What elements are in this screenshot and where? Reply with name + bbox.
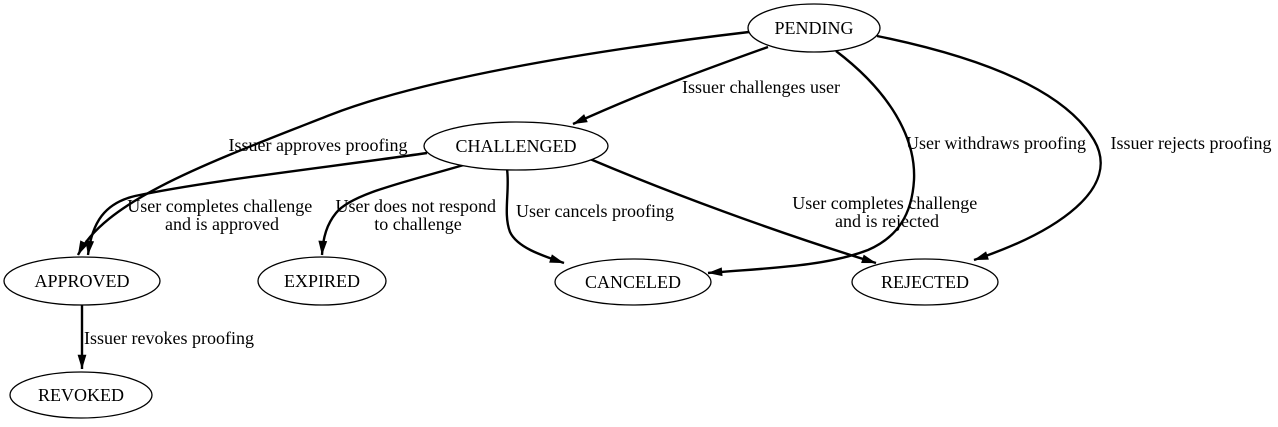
edge-label-issuer-revokes-proofing: Issuer revokes proofing xyxy=(84,328,254,348)
edge-label-line: User completes challenge xyxy=(127,196,312,216)
edge-challenged-rejected xyxy=(589,157,877,265)
edge-label-line: and is approved xyxy=(165,214,279,234)
node-ellipse-approved xyxy=(3,256,161,306)
edge-label-user-cancels-proofing: User cancels proofing xyxy=(516,201,674,221)
edge-label-completes-challenge-approved: User completes challenge and is approved xyxy=(127,196,316,234)
node-rejected: REJECTED xyxy=(851,258,999,306)
edges-layer xyxy=(76,30,1102,370)
nodes-layer: PENDING CHALLENGED APPROVED EXPIRED CANC… xyxy=(3,3,999,419)
edge-label-line: User does not respond xyxy=(336,196,496,216)
edge-label-line: and is rejected xyxy=(835,211,939,231)
edge-pending-approved xyxy=(76,30,750,256)
edge-labels-layer: Issuer challenges user Issuer approves p… xyxy=(84,77,1271,348)
edge-challenged-approved xyxy=(85,151,428,256)
node-ellipse-rejected xyxy=(851,258,999,306)
node-label-canceled: CANCELED xyxy=(585,272,681,292)
node-ellipse-canceled xyxy=(554,258,712,306)
node-canceled: CANCELED xyxy=(554,258,712,306)
node-pending: PENDING xyxy=(747,3,881,53)
node-ellipse-challenged xyxy=(423,121,609,171)
edge-label-completes-challenge-rejected: User completes challenge and is rejected xyxy=(792,193,981,231)
node-label-challenged: CHALLENGED xyxy=(456,136,577,156)
node-ellipse-pending xyxy=(747,3,881,53)
edge-challenged-expired xyxy=(318,162,468,256)
node-revoked: REVOKED xyxy=(9,371,153,419)
node-label-revoked: REVOKED xyxy=(38,385,124,405)
edge-label-issuer-approves-proofing: Issuer approves proofing xyxy=(229,135,408,155)
edge-pending-rejected xyxy=(876,34,1102,262)
edge-label-issuer-rejects-proofing: Issuer rejects proofing xyxy=(1111,133,1272,153)
edge-label-issuer-challenges-user: Issuer challenges user xyxy=(682,77,840,97)
edge-label-does-not-respond: User does not respond to challenge xyxy=(336,196,501,234)
edge-pending-canceled xyxy=(707,50,916,277)
node-label-pending: PENDING xyxy=(775,18,854,38)
edge-pending-challenged xyxy=(572,45,769,126)
edge-label-line: User completes challenge xyxy=(792,193,977,213)
node-label-approved: APPROVED xyxy=(34,271,129,291)
node-expired: EXPIRED xyxy=(257,256,387,306)
edge-challenged-canceled xyxy=(505,168,565,265)
edge-label-line: to challenge xyxy=(374,214,461,234)
node-label-rejected: REJECTED xyxy=(881,272,969,292)
node-challenged: CHALLENGED xyxy=(423,121,609,171)
node-ellipse-expired xyxy=(257,256,387,306)
edge-label-user-withdraws-proofing: User withdraws proofing xyxy=(906,133,1086,153)
node-label-expired: EXPIRED xyxy=(284,271,360,291)
node-approved: APPROVED xyxy=(3,256,161,306)
node-ellipse-revoked xyxy=(9,371,153,419)
